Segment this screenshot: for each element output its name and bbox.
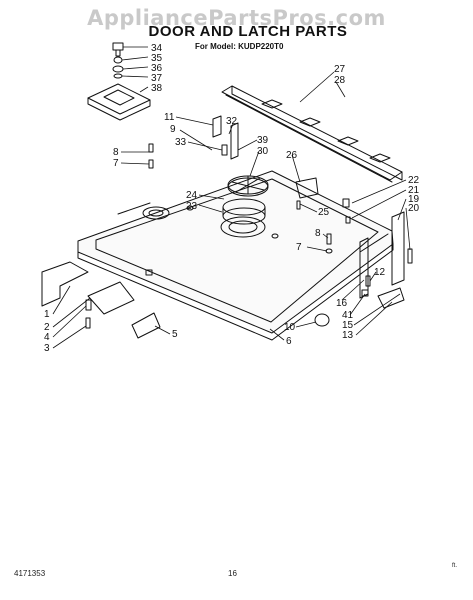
- latch-hook: [295, 177, 319, 199]
- callout-38: 38: [151, 83, 163, 94]
- callout-27: 27: [334, 64, 346, 75]
- dispenser-opening-center: [220, 216, 266, 238]
- callout-33: 33: [175, 137, 187, 148]
- callout-22: 22: [408, 175, 420, 186]
- page-number: 16: [228, 569, 237, 578]
- callout-36: 36: [151, 63, 163, 74]
- callout-7b: 7: [296, 242, 302, 253]
- callout-26: 26: [286, 150, 298, 161]
- callout-21: 21: [408, 185, 420, 196]
- callout-32: 32: [226, 116, 238, 127]
- callout-3: 3: [44, 343, 50, 354]
- callout-8a: 8: [113, 147, 119, 158]
- callout-10: 10: [284, 322, 296, 333]
- callout-12: 12: [374, 267, 386, 278]
- plug-button: [314, 313, 330, 327]
- callout-15: 15: [342, 320, 354, 331]
- door-panel-inner-rim: [95, 178, 379, 323]
- hinge-base: [87, 281, 135, 315]
- callout-30: 30: [257, 146, 269, 157]
- corner-mark: ft.: [452, 563, 458, 569]
- callout-9: 9: [170, 124, 176, 135]
- callout-4: 4: [44, 332, 50, 343]
- callout-41: 41: [342, 310, 354, 321]
- callout-20: 20: [408, 203, 420, 214]
- callout-5: 5: [172, 329, 178, 340]
- latch-rod: [230, 122, 239, 160]
- callout-34: 34: [151, 43, 163, 54]
- watermark: AppliancePartsPros.com: [87, 6, 386, 30]
- document-number: 4171353: [14, 569, 46, 578]
- callout-25: 25: [318, 207, 330, 218]
- strike-bracket: [212, 115, 222, 138]
- callout-16: 16: [336, 298, 348, 309]
- callout-11: 11: [164, 112, 175, 123]
- door-panel-edge: [77, 243, 394, 341]
- callout-37: 37: [151, 73, 163, 84]
- callout-19: 19: [408, 194, 420, 205]
- callout-39: 39: [257, 135, 269, 146]
- dispenser-opening-left: [142, 206, 170, 220]
- latch-plate: [87, 83, 151, 115]
- callout-8b: 8: [315, 228, 321, 239]
- callout-6: 6: [286, 336, 292, 347]
- cover-plate: [131, 312, 161, 339]
- callout-35: 35: [151, 53, 163, 64]
- callout-28: 28: [334, 75, 346, 86]
- callout-13: 13: [342, 330, 354, 341]
- model-line: For Model: KUDP220T0: [195, 42, 284, 51]
- callout-1: 1: [44, 309, 50, 320]
- latch-knob: [112, 42, 124, 51]
- callout-2: 2: [44, 322, 50, 333]
- hinge-arm-left: [41, 261, 89, 307]
- callout-7a: 7: [113, 158, 119, 169]
- diagram-title: DOOR AND LATCH PARTS: [148, 23, 348, 40]
- side-bracket: [391, 211, 405, 286]
- callout-23: 23: [186, 201, 198, 212]
- hinge-bracket-right: [377, 287, 405, 309]
- callout-24: 24: [186, 190, 198, 201]
